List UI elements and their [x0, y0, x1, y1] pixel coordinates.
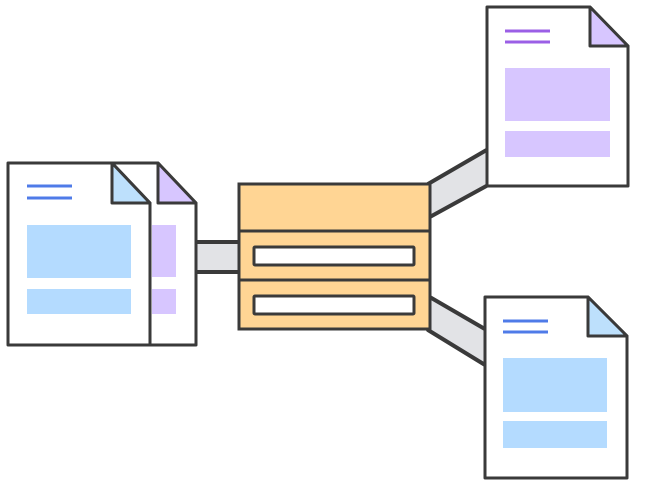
input-document-front: [6, 161, 152, 347]
content-block: [505, 131, 610, 157]
output-document-bottom: [483, 295, 629, 480]
hub-slot: [252, 245, 416, 267]
document-fold-corner: [586, 295, 629, 338]
connector-hub-to-bottom-output: [426, 294, 492, 370]
hub-slot: [252, 294, 416, 316]
content-block: [27, 225, 131, 278]
content-block: [27, 289, 131, 314]
content-block: [505, 68, 610, 121]
content-block: [152, 289, 176, 314]
document-fold-corner: [588, 5, 630, 48]
content-block: [503, 358, 607, 412]
document-fold-corner: [156, 161, 198, 205]
content-block: [152, 225, 176, 277]
connector-hub-to-top-output: [426, 146, 492, 220]
document-fold-corner: [110, 161, 152, 205]
content-block: [503, 421, 607, 448]
output-document-top: [485, 5, 630, 188]
splitter-hub: [237, 182, 432, 331]
connector-input-to-hub: [193, 240, 242, 274]
